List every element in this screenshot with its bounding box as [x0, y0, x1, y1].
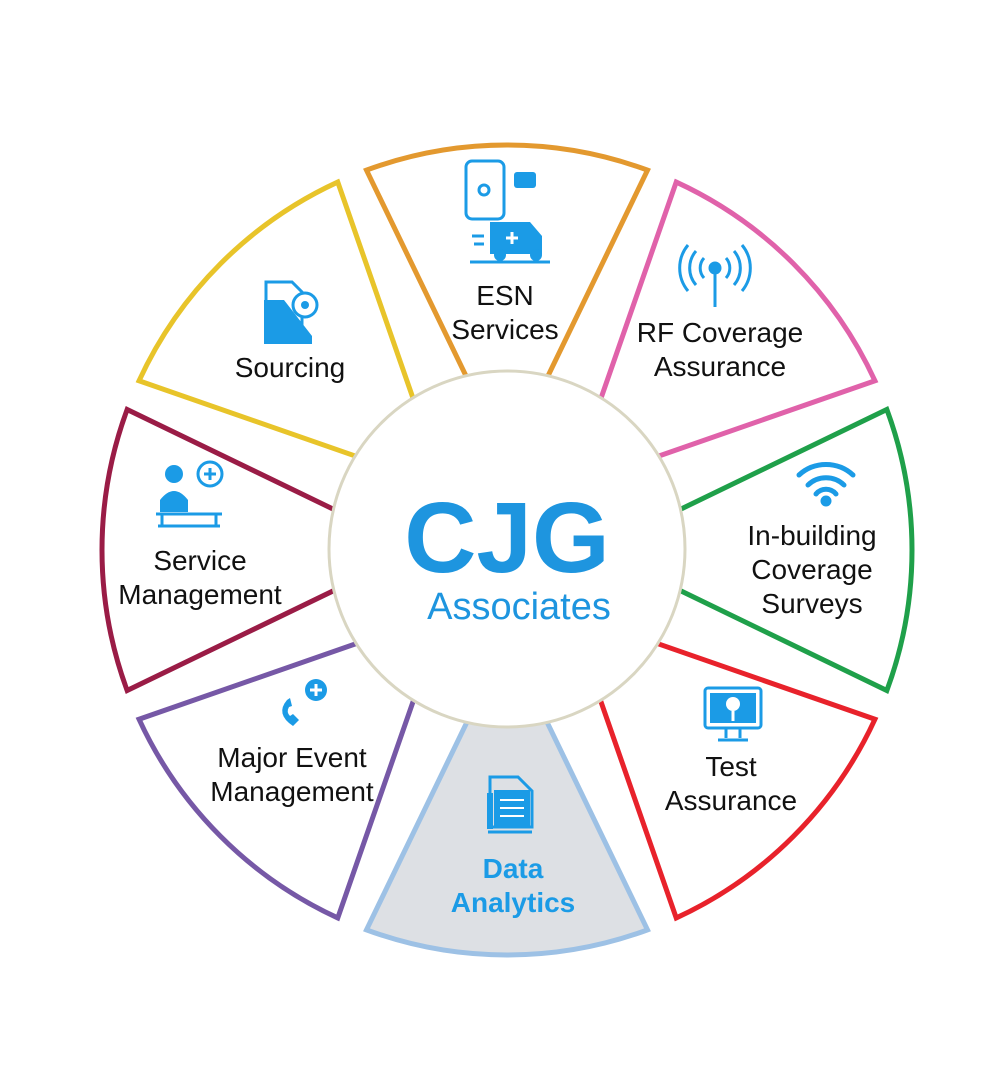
segment-label-line: Data	[483, 853, 544, 884]
segment-label-line: Management	[118, 579, 282, 610]
segment-label-line: Test	[705, 751, 757, 782]
monitor-search-icon	[703, 686, 763, 742]
segment-label-line: Assurance	[665, 785, 797, 816]
logo-subtitle: Associates	[427, 586, 611, 628]
segment-rf[interactable]	[593, 178, 879, 464]
agent-icon	[156, 460, 224, 528]
segment-test[interactable]	[593, 636, 879, 922]
logo-title: CJG	[404, 482, 610, 594]
file-gear-icon	[264, 280, 319, 344]
segment-label-line: Assurance	[654, 351, 786, 382]
segment-service[interactable]	[99, 406, 349, 694]
segment-inbuilding[interactable]	[665, 406, 915, 694]
segment-label-line: ESN	[476, 280, 534, 311]
segment-label-line: In-building	[747, 520, 876, 551]
phone-ambulance-icon	[464, 159, 550, 264]
center-circle	[327, 369, 687, 729]
segment-label-line: Surveys	[761, 588, 862, 619]
segment-label-line: Major Event	[217, 742, 367, 773]
segment-label-line: RF Coverage	[637, 317, 804, 348]
segment-label-line: Services	[451, 314, 558, 345]
segment-label-sourcing: Sourcing	[235, 352, 346, 383]
segment-major[interactable]	[135, 636, 421, 922]
phone-plus-icon	[282, 679, 327, 726]
segment-esn[interactable]	[363, 142, 651, 392]
segment-label-line: Service	[153, 545, 246, 576]
antenna-icon	[678, 244, 752, 307]
document-icon	[487, 775, 534, 834]
segment-label-line: Sourcing	[235, 352, 346, 383]
wifi-icon	[796, 462, 856, 507]
segment-label-line: Coverage	[751, 554, 872, 585]
segment-label-line: Analytics	[451, 887, 576, 918]
segment-label-line: Management	[210, 776, 374, 807]
